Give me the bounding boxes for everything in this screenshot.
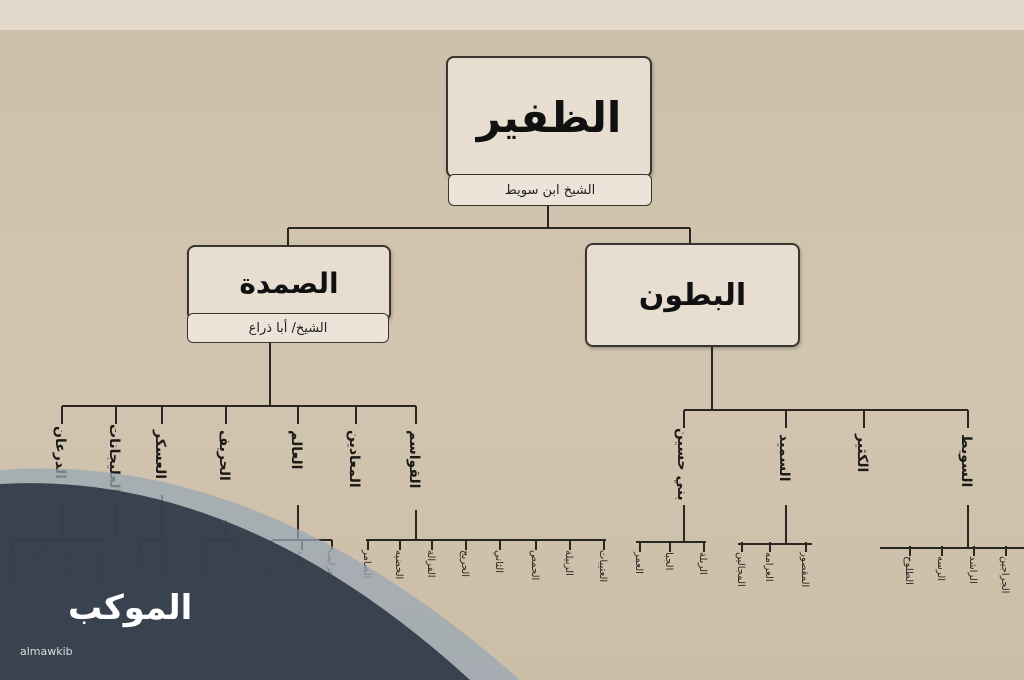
left-branch-box: الصمدة bbox=[187, 245, 391, 321]
clan-label: المعادين bbox=[346, 430, 362, 488]
sub-clan-label: الصامر bbox=[361, 550, 372, 579]
clan-label: العسكر bbox=[152, 430, 168, 480]
sub-clan-label: الخضيه bbox=[393, 550, 404, 580]
root-sheikh-label: الشيخ ابن سويط bbox=[448, 174, 652, 206]
sub-clan-label: الربلة bbox=[697, 552, 708, 575]
left-branch-name: الصمدة bbox=[239, 266, 339, 300]
sub-clan-label: الثاني bbox=[493, 550, 504, 574]
sub-clan-label: العرامه bbox=[763, 552, 774, 582]
right-branch-box: البطون bbox=[585, 243, 800, 347]
sub-clan-label: الحريج bbox=[459, 550, 470, 578]
left-branch-sheikh-label: الشيخ/ أبا ذراع bbox=[187, 313, 389, 343]
watermark-logo: الموكب bbox=[68, 588, 193, 628]
watermark-site-name: almawkib bbox=[20, 645, 73, 658]
root-tribe-box: الظفير bbox=[446, 56, 652, 178]
sub-clan-label: الطلوح bbox=[903, 556, 914, 585]
sub-clan-label: الجراجين bbox=[999, 556, 1010, 594]
right-branch-name: البطون bbox=[638, 277, 747, 313]
clan-label: الحريف bbox=[216, 430, 232, 481]
sub-clan-label: الزبيلة bbox=[563, 550, 574, 576]
clan-label: السويط bbox=[958, 434, 974, 488]
clan-label: الكثير bbox=[854, 434, 870, 473]
sub-clan-label: الحمص bbox=[529, 550, 540, 581]
clan-label: الدرعان bbox=[52, 426, 68, 479]
sub-clan-label: العمر bbox=[633, 552, 644, 574]
sub-clan-label: الراشد bbox=[967, 556, 978, 584]
watermark-banner bbox=[0, 468, 520, 680]
clan-label: بني حسين bbox=[674, 428, 690, 501]
sub-clan-label: الجبا bbox=[663, 552, 674, 571]
sub-clan-label: العتيبات bbox=[597, 550, 608, 583]
sub-clan-label: المقصور bbox=[799, 552, 810, 588]
clan-label: القواسم bbox=[406, 430, 422, 489]
page-top-edge bbox=[0, 0, 1024, 30]
root-tribe-name: الظفير bbox=[476, 92, 622, 142]
clan-label: السميد bbox=[776, 434, 792, 482]
clan-label: العالم bbox=[288, 430, 304, 470]
sub-clan-label: المجالين bbox=[735, 552, 746, 587]
sub-clan-label: الرسه bbox=[935, 556, 946, 582]
sub-clan-label: الفرالة bbox=[425, 550, 436, 578]
